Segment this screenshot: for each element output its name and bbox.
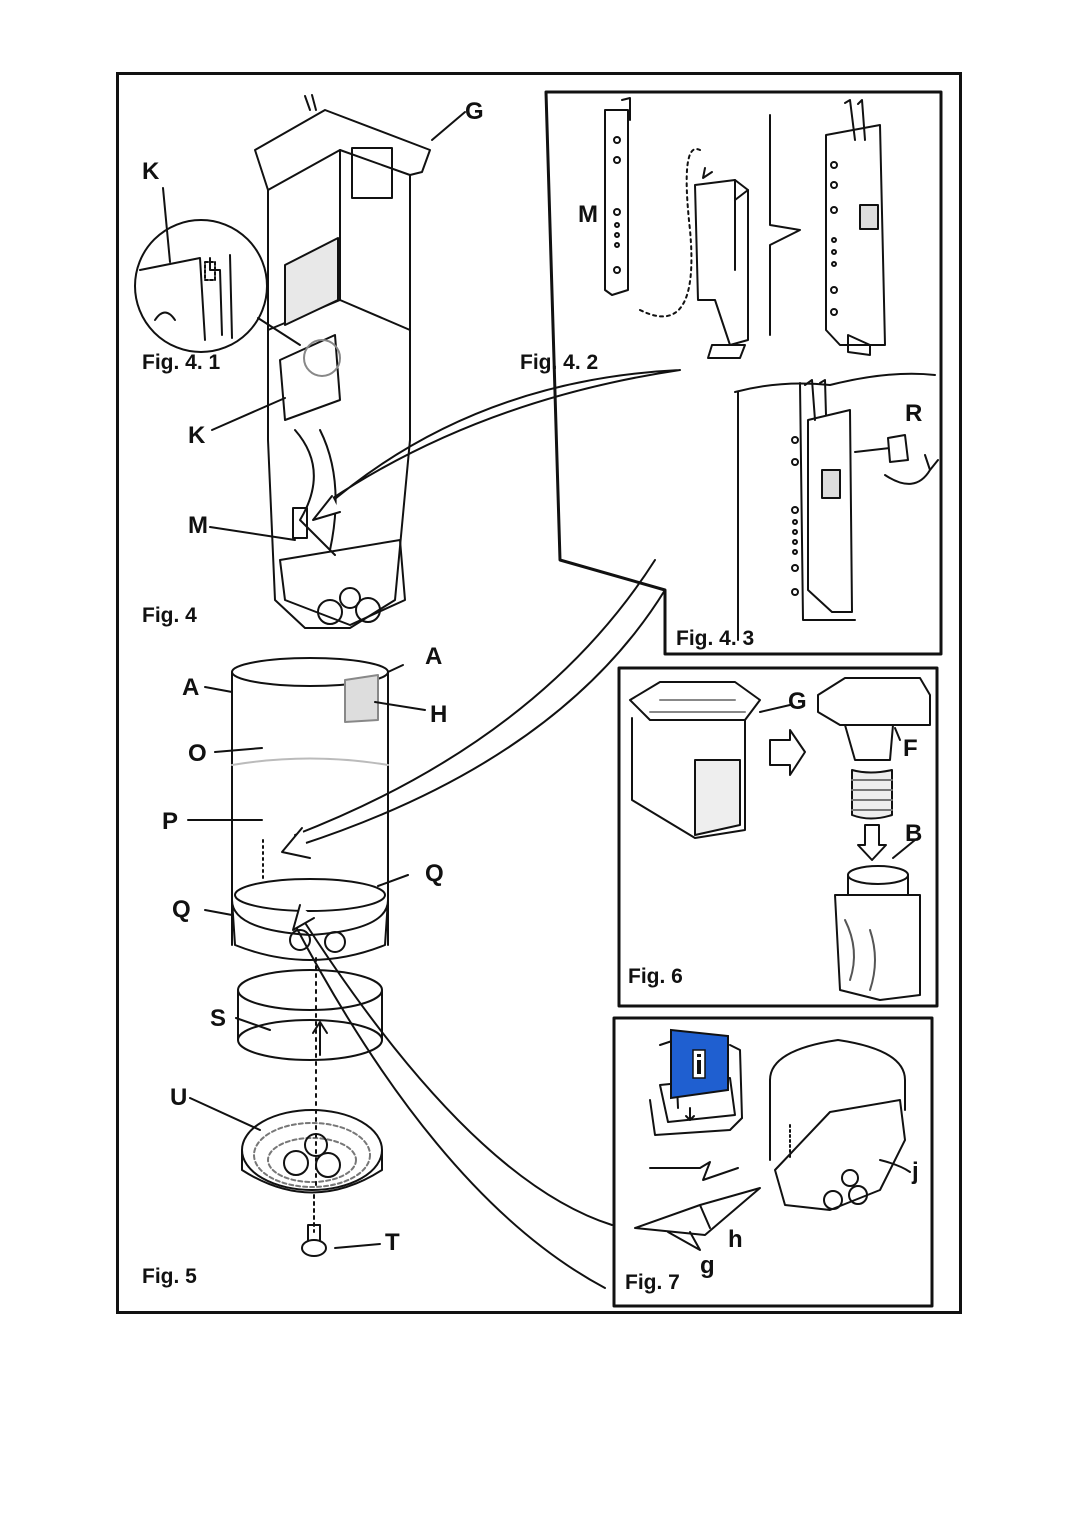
fig4-1-detail-magnifier xyxy=(134,219,341,377)
curved-arrow-fig4-3 xyxy=(294,559,666,846)
label-q-left: Q xyxy=(172,896,191,923)
label-a-right: A xyxy=(425,643,443,670)
panel-fig4-2-4-3-outline xyxy=(544,90,943,656)
fig5-grease-filter-u xyxy=(189,1097,383,1194)
fig4-chassis xyxy=(254,94,431,629)
label-s: S xyxy=(210,1005,227,1032)
label-m-left: M xyxy=(188,512,208,539)
outer-frame xyxy=(116,72,962,1314)
fig4-2-bracket-detail xyxy=(604,97,886,359)
label-k-mid: K xyxy=(188,422,206,449)
fig6-duct-assembly xyxy=(629,677,931,1001)
fig7-filter-removal xyxy=(634,1039,911,1251)
label-t: T xyxy=(385,1229,400,1256)
caption-fig4: Fig. 4 xyxy=(142,604,197,627)
label-j: j xyxy=(912,1158,919,1185)
label-u: U xyxy=(170,1084,188,1111)
label-q-right: Q xyxy=(425,860,444,887)
label-r: R xyxy=(905,400,923,427)
fig5-cylinder xyxy=(187,657,426,961)
label-b: B xyxy=(905,820,923,847)
label-k-top: K xyxy=(142,158,160,185)
curved-arrow-fig7 xyxy=(294,914,613,1289)
caption-fig7: Fig. 7 xyxy=(625,1271,680,1294)
caption-fig5: Fig. 5 xyxy=(142,1265,197,1288)
label-g-fig6: G xyxy=(788,688,807,715)
label-f: F xyxy=(903,735,918,762)
fig5-screw-t xyxy=(301,1194,381,1257)
label-o: O xyxy=(188,740,207,767)
caption-fig4-3: Fig. 4. 3 xyxy=(676,627,755,650)
panel-fig6 xyxy=(617,666,939,1008)
fig5-ring-s xyxy=(235,969,383,1061)
label-h-lower: h xyxy=(728,1226,743,1253)
curved-arrow-fig4-2 xyxy=(321,369,681,511)
label-a-left: A xyxy=(182,674,200,701)
caption-fig4-1: Fig. 4. 1 xyxy=(142,351,221,374)
caption-fig4-2: Fig. 4. 2 xyxy=(520,351,599,374)
panel-fig7 xyxy=(612,1016,934,1308)
label-g-top: G xyxy=(465,98,484,125)
fig4-3-adjustment-detail xyxy=(734,372,939,641)
label-h: H xyxy=(430,701,448,728)
caption-fig6: Fig. 6 xyxy=(628,965,683,988)
label-p: P xyxy=(162,808,179,835)
label-g-lower: g xyxy=(700,1252,715,1279)
label-m-fig42: M xyxy=(578,201,598,228)
